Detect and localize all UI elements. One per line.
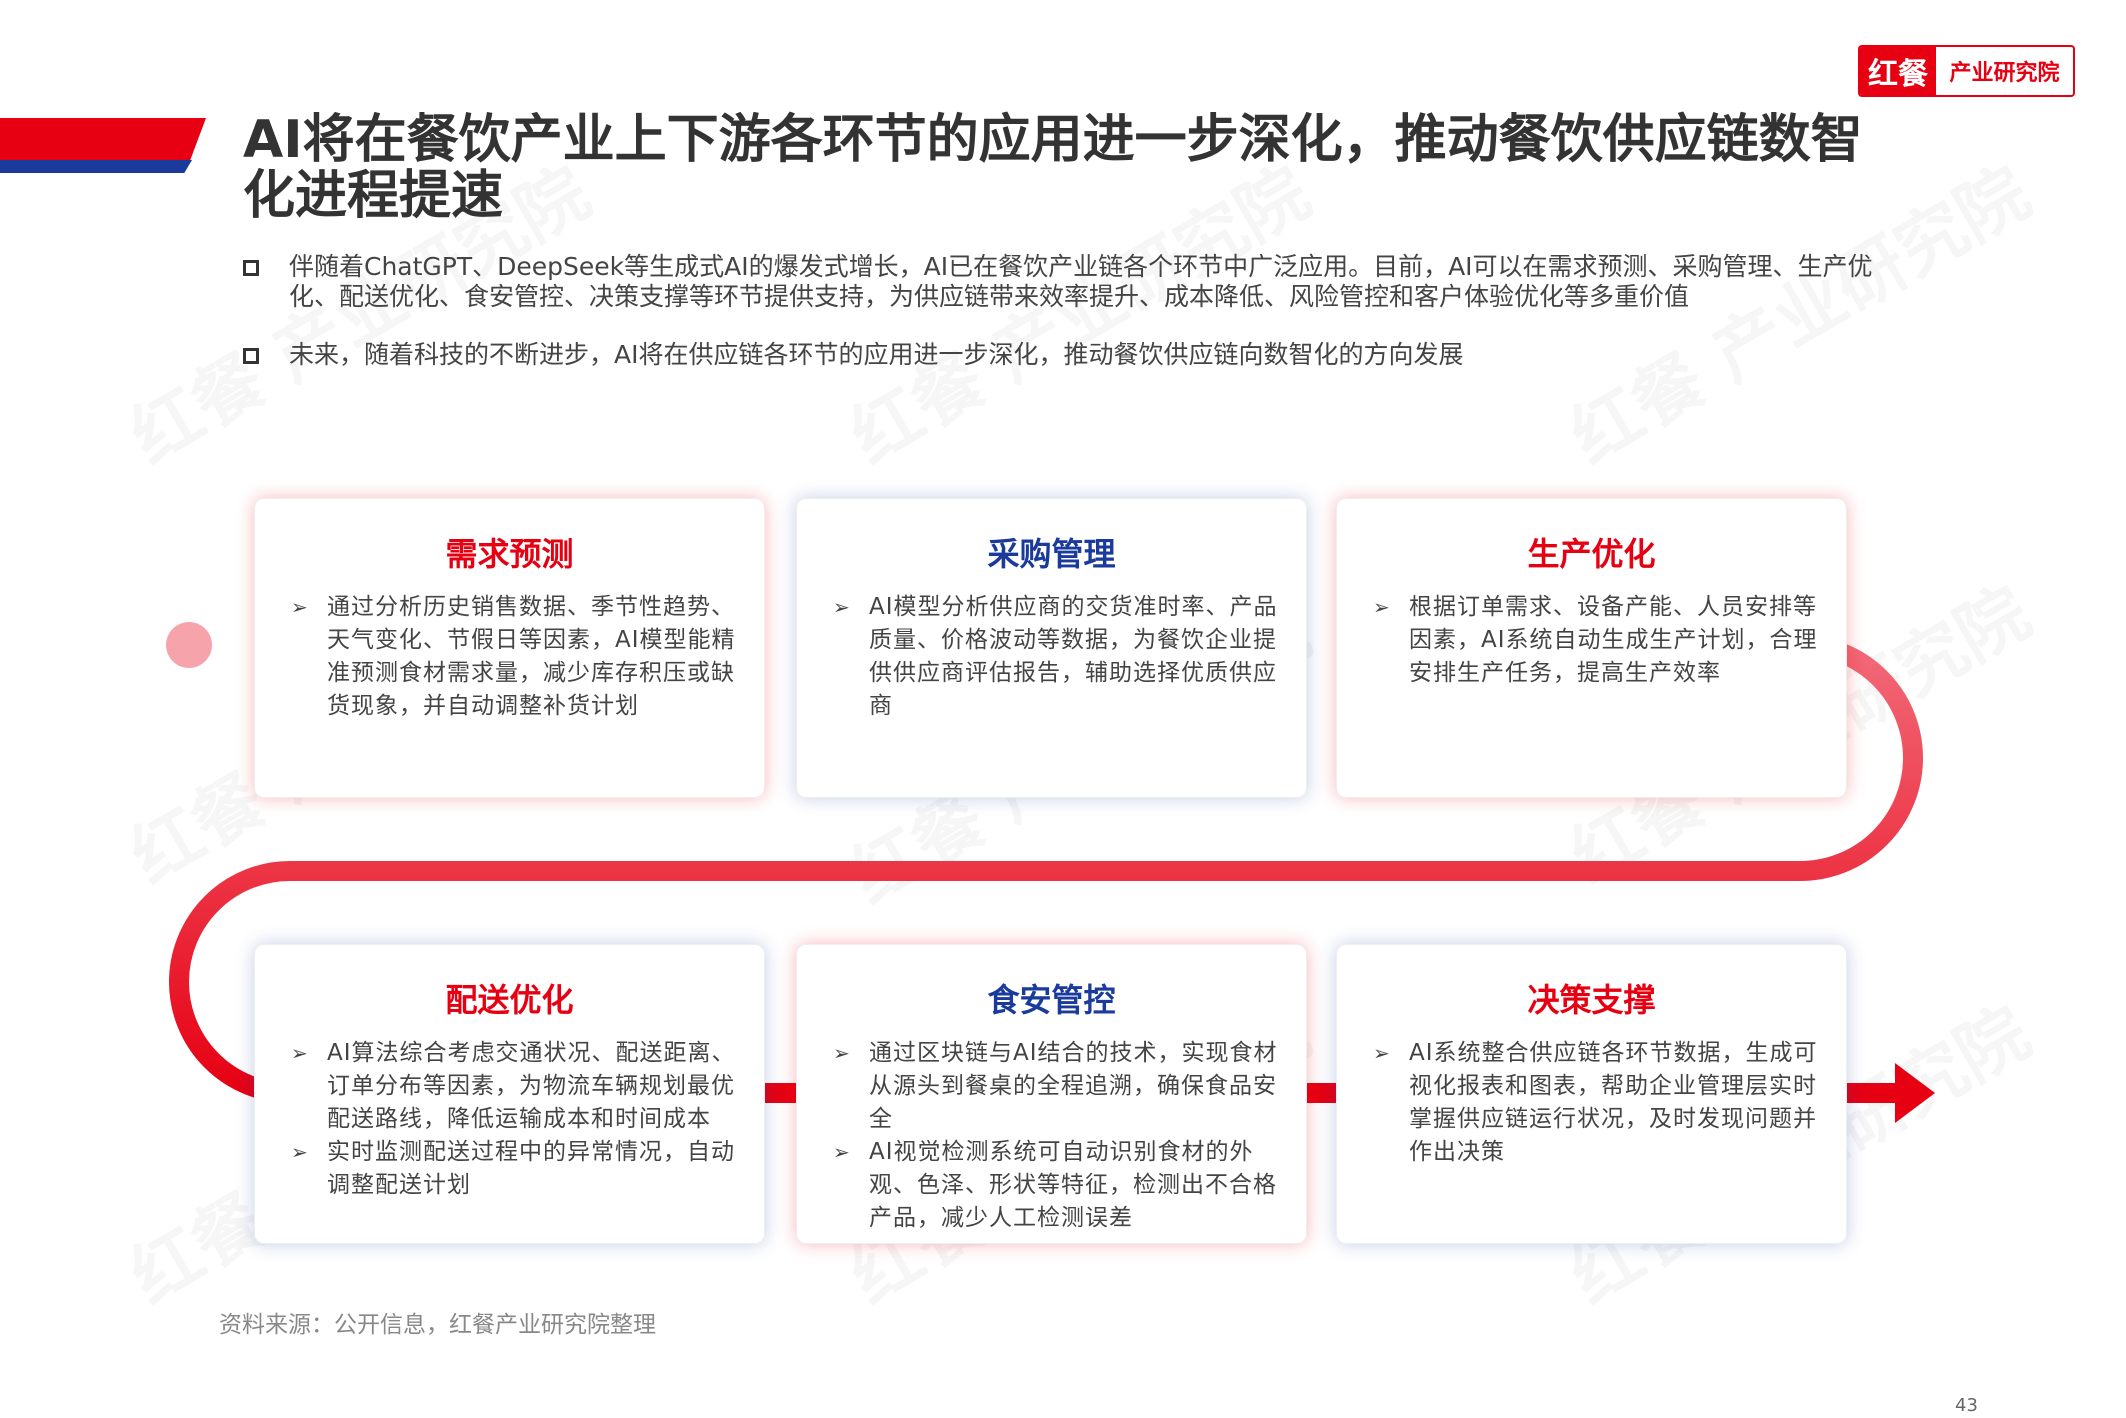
arrow-bullet-icon: ➢ <box>833 1140 851 1164</box>
card-item: ➢ 通过区块链与AI结合的技术，实现食材从源头到餐桌的全程追溯，确保食品安全 <box>833 1037 1280 1136</box>
card-item-text: AI模型分析供应商的交货准时率、产品质量、价格波动等数据，为餐饮企业提供供应商评… <box>869 594 1278 719</box>
card-item-text: AI系统整合供应链各环节数据，生成可视化报表和图表，帮助企业管理层实时掌握供应链… <box>1409 1040 1818 1165</box>
step-card: 决策支撑 ➢ AI系统整合供应链各环节数据，生成可视化报表和图表，帮助企业管理层实时… <box>1336 944 1847 1244</box>
square-bullet-icon <box>243 260 259 276</box>
card-item: ➢ AI算法综合考虑交通状况、配送距离、订单分布等因素，为物流车辆规划最优配送路线… <box>291 1037 738 1136</box>
logo-sub: 产业研究院 <box>1949 61 2060 86</box>
source-note: 资料来源：公开信息，红餐产业研究院整理 <box>219 1312 656 1338</box>
step-card: 生产优化 ➢ 根据订单需求、设备产能、人员安排等因素，AI系统自动生成生产计划，合理… <box>1336 498 1847 798</box>
card-item: ➢ 根据订单需求、设备产能、人员安排等因素，AI系统自动生成生产计划，合理安排生产… <box>1373 591 1820 690</box>
card-item-text: AI算法综合考虑交通状况、配送距离、订单分布等因素，为物流车辆规划最优配送路线，… <box>327 1040 736 1132</box>
card-item: ➢ AI视觉检测系统可自动识别食材的外观、色泽、形状等特征，检测出不合格产品，减少… <box>833 1136 1280 1235</box>
bullet-item: 伴随着ChatGPT、DeepSeek等生成式AI的爆发式增长，AI已在餐饮产业… <box>243 252 1913 312</box>
card-title: 需求预测 <box>445 535 574 573</box>
arrow-bullet-icon: ➢ <box>833 1041 851 1065</box>
card-item: ➢ 实时监测配送过程中的异常情况，自动调整配送计划 <box>291 1136 738 1202</box>
step-card: 配送优化 ➢ AI算法综合考虑交通状况、配送距离、订单分布等因素，为物流车辆规划最优… <box>254 944 765 1244</box>
bullet-text: 未来，随着科技的不断进步，AI将在供应链各环节的应用进一步深化，推动餐饮供应链向… <box>289 340 1464 369</box>
brand-logo: 红餐 产业研究院 <box>1858 45 2075 97</box>
card-title: 决策支撑 <box>1527 981 1656 1019</box>
arrow-head-icon <box>1895 1063 1935 1123</box>
arrow-bullet-icon: ➢ <box>291 1140 309 1164</box>
card-item: ➢ AI模型分析供应商的交货准时率、产品质量、价格波动等数据，为餐饮企业提供供应商… <box>833 591 1280 723</box>
card-item: ➢ 通过分析历史销售数据、季节性趋势、天气变化、节假日等因素，AI模型能精准预测食… <box>291 591 738 723</box>
logo-brand: 红餐 <box>1860 47 1936 95</box>
arrow-bullet-icon: ➢ <box>1373 595 1391 619</box>
card-title: 配送优化 <box>445 981 574 1019</box>
start-dot <box>166 622 212 668</box>
arrow-bullet-icon: ➢ <box>833 595 851 619</box>
bullet-item: 未来，随着科技的不断进步，AI将在供应链各环节的应用进一步深化，推动餐饮供应链向… <box>243 340 1913 370</box>
bullet-text: 伴随着ChatGPT、DeepSeek等生成式AI的爆发式增长，AI已在餐饮产业… <box>289 252 1873 311</box>
card-item-text: 实时监测配送过程中的异常情况，自动调整配送计划 <box>327 1139 735 1198</box>
card-title: 生产优化 <box>1527 535 1656 573</box>
card-item-text: 通过分析历史销售数据、季节性趋势、天气变化、节假日等因素，AI模型能精准预测食材… <box>327 594 736 719</box>
arrow-bullet-icon: ➢ <box>291 1041 309 1065</box>
title-accent-red <box>0 118 206 162</box>
card-item-text: 通过区块链与AI结合的技术，实现食材从源头到餐桌的全程追溯，确保食品安全 <box>869 1040 1278 1132</box>
page-number: 43 <box>1955 1395 1978 1416</box>
square-bullet-icon <box>243 348 259 364</box>
card-item: ➢ AI系统整合供应链各环节数据，生成可视化报表和图表，帮助企业管理层实时掌握供应… <box>1373 1037 1820 1169</box>
step-card: 食安管控 ➢ 通过区块链与AI结合的技术，实现食材从源头到餐桌的全程追溯，确保食品安… <box>796 944 1307 1244</box>
step-card: 需求预测 ➢ 通过分析历史销售数据、季节性趋势、天气变化、节假日等因素，AI模型能精… <box>254 498 765 798</box>
connector-curve <box>169 635 1923 1103</box>
card-item-text: AI视觉检测系统可自动识别食材的外观、色泽、形状等特征，检测出不合格产品，减少人… <box>869 1139 1277 1231</box>
card-item-text: 根据订单需求、设备产能、人员安排等因素，AI系统自动生成生产计划，合理安排生产任… <box>1409 594 1818 686</box>
card-title: 食安管控 <box>987 981 1116 1019</box>
arrow-bullet-icon: ➢ <box>1373 1041 1391 1065</box>
intro-bullets: 伴随着ChatGPT、DeepSeek等生成式AI的爆发式增长，AI已在餐饮产业… <box>243 252 1913 398</box>
step-card: 采购管理 ➢ AI模型分析供应商的交货准时率、产品质量、价格波动等数据，为餐饮企业提… <box>796 498 1307 798</box>
card-title: 采购管理 <box>987 535 1116 573</box>
arrow-bullet-icon: ➢ <box>291 595 309 619</box>
page-title: AI将在餐饮产业上下游各环节的应用进一步深化，推动餐饮供应链数智化进程提速 <box>243 110 1863 226</box>
title-accent-blue <box>0 160 192 173</box>
